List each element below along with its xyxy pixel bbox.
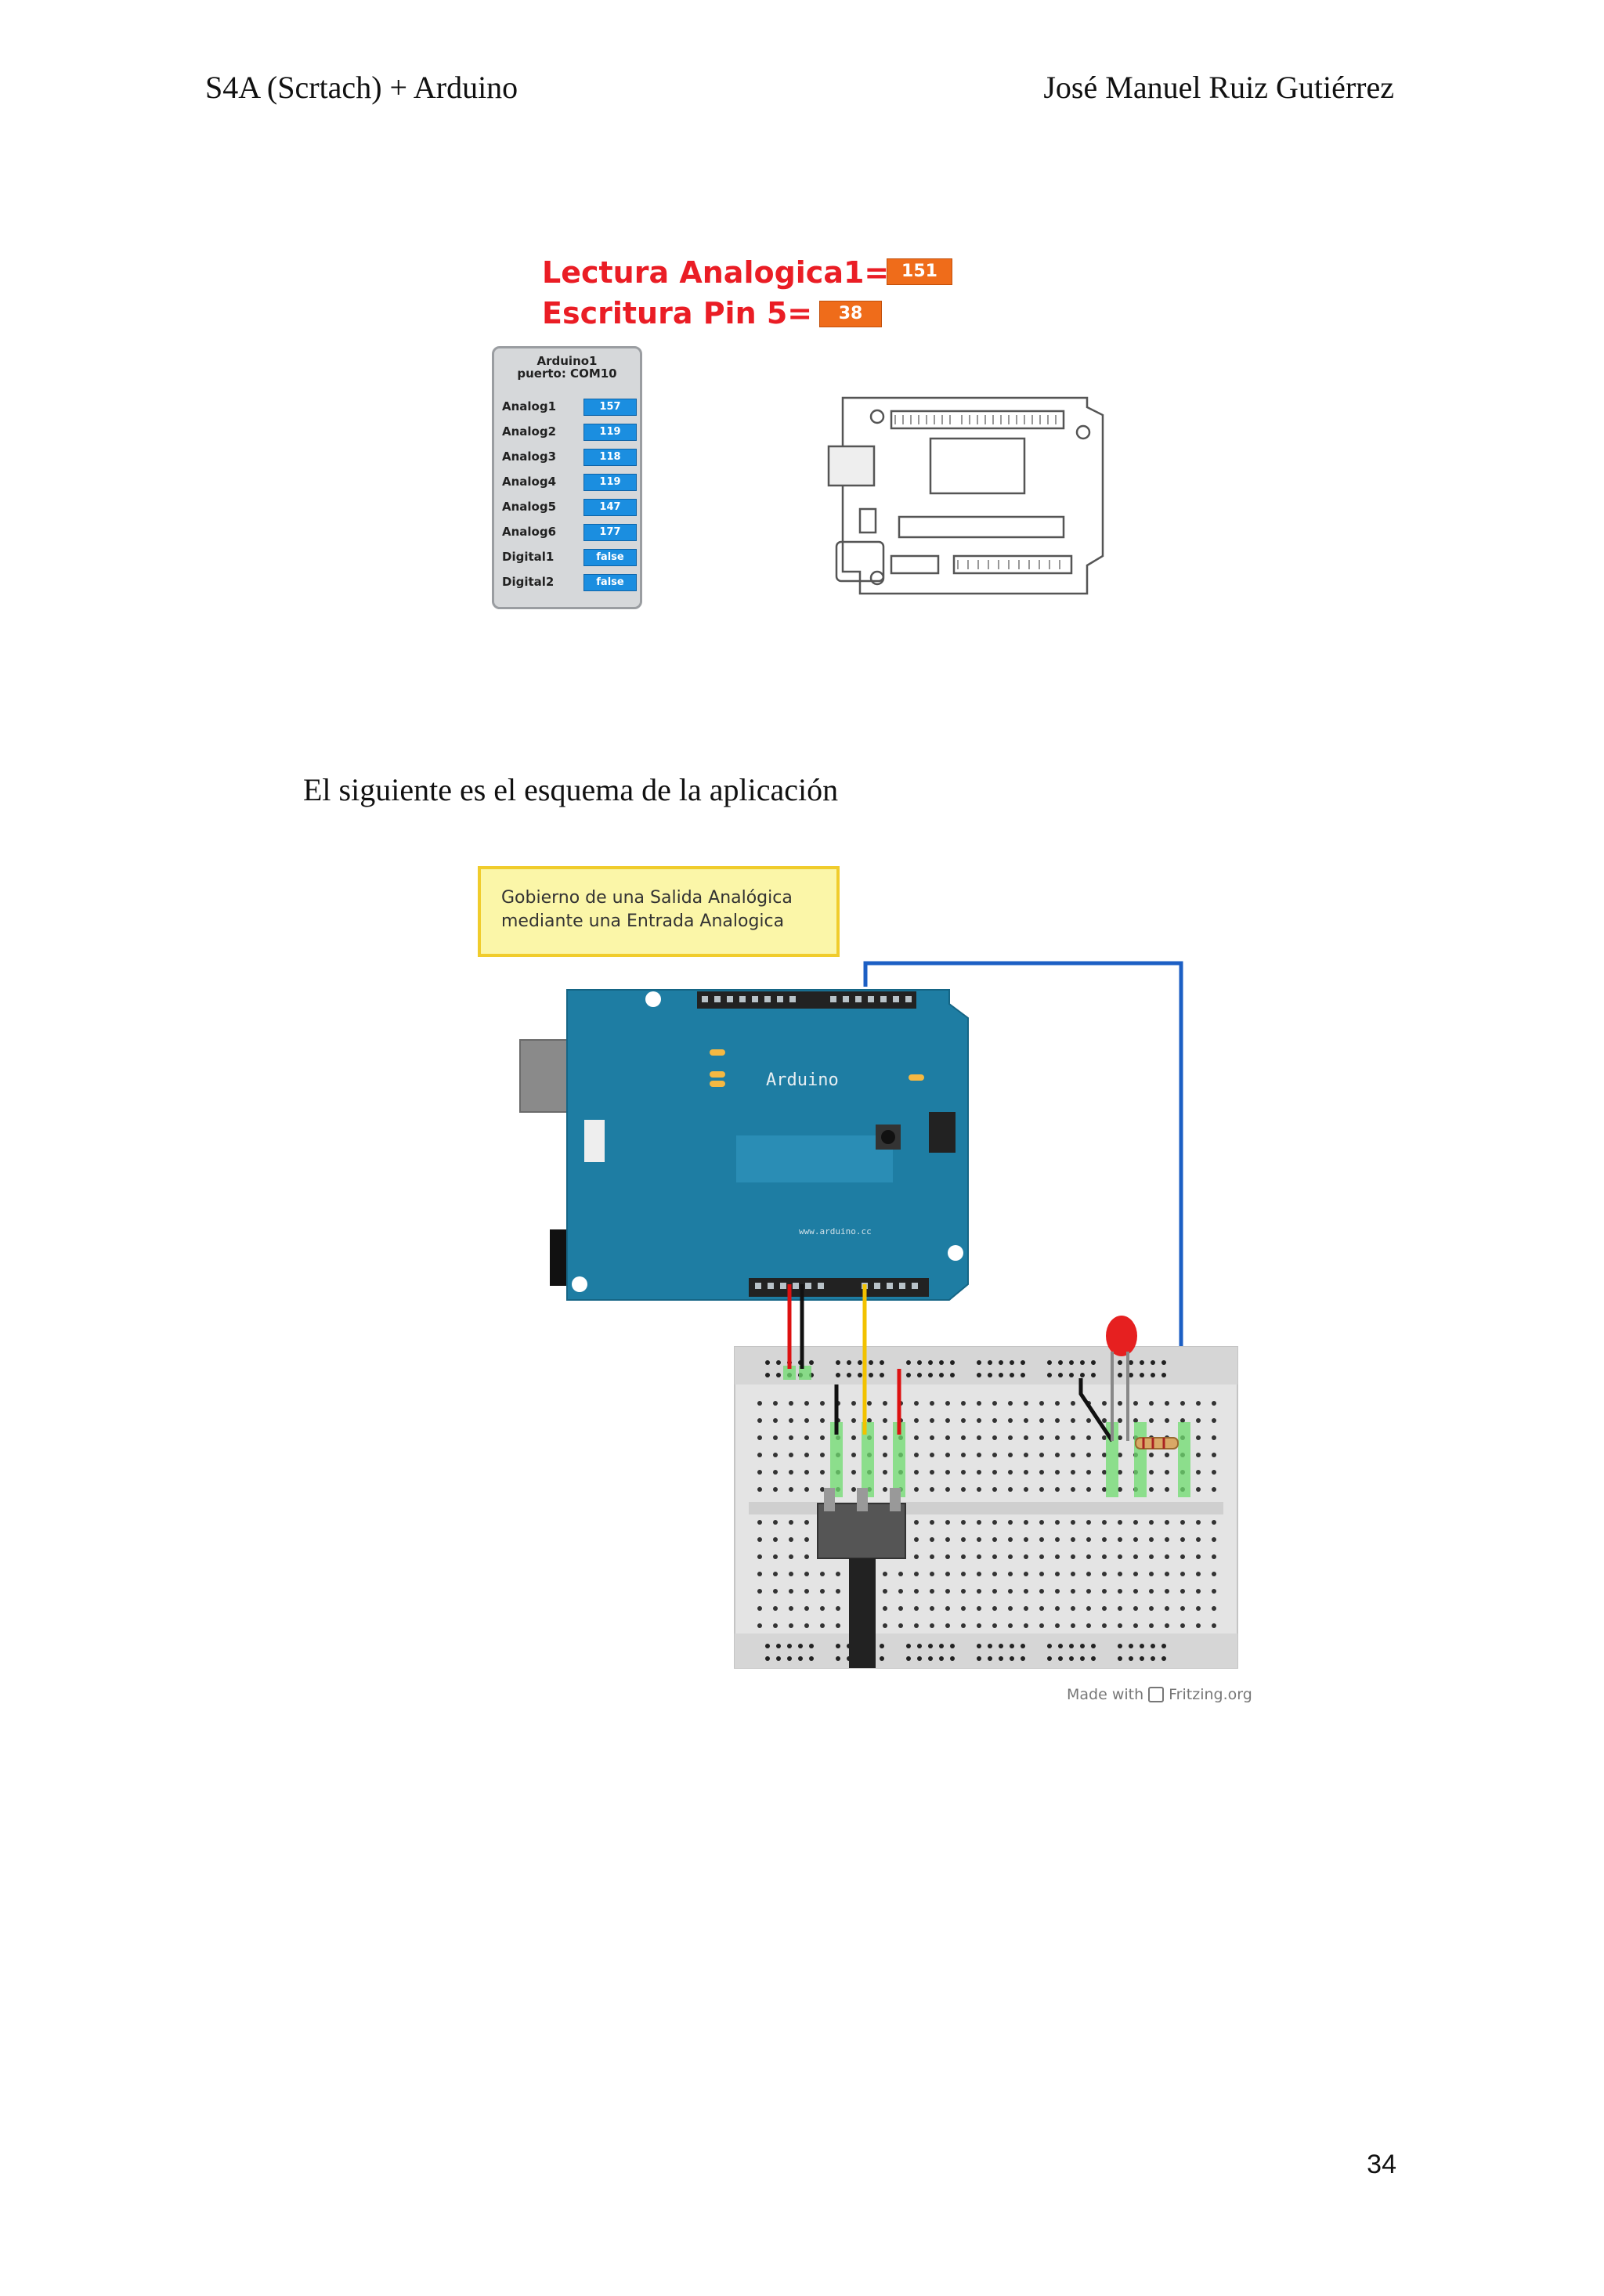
header-right: José Manuel Ruiz Gutiérrez: [1043, 70, 1394, 105]
panel-port: puerto: COM10: [517, 366, 617, 381]
variable-value-lectura: 151: [887, 258, 952, 285]
arduino-sketch-sprite: [827, 396, 1104, 595]
fritzing-logo-icon: [1148, 1687, 1165, 1702]
figure-caption: El siguiente es el esquema de la aplicac…: [303, 772, 839, 807]
breadboard-schematic: Arduino www.arduino.cc: [519, 961, 1238, 1669]
panel-title: Arduino1: [536, 354, 598, 368]
variable-label-lectura: Lectura Analogica1=: [542, 255, 890, 290]
board-url: www.arduino.cc: [799, 1226, 872, 1236]
schematic-note: Gobierno de una Salida Analógica mediant…: [478, 866, 840, 957]
board-label: Arduino: [766, 1070, 839, 1090]
credit-brand: Fritzing.org: [1169, 1686, 1252, 1703]
fritzing-credit: Made with Fritzing.org: [1067, 1686, 1252, 1703]
header-left: S4A (Scrtach) + Arduino: [205, 70, 518, 105]
page-number: 34: [1367, 2150, 1396, 2179]
variable-label-escritura: Escritura Pin 5=: [542, 296, 813, 330]
schematic-note-text: Gobierno de una Salida Analógica mediant…: [501, 888, 793, 931]
credit-prefix: Made with: [1067, 1686, 1144, 1703]
variable-value-escritura: 38: [819, 301, 882, 327]
